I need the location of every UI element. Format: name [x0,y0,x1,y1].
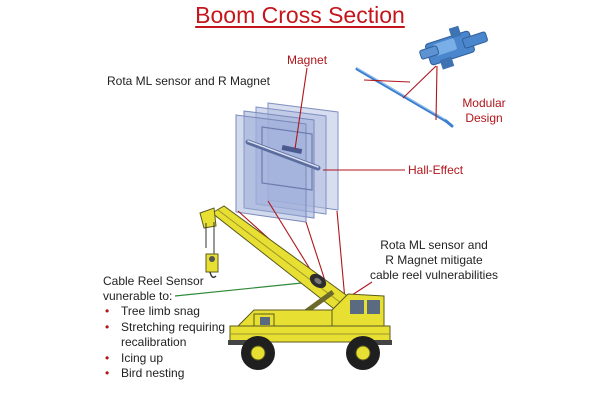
cable-reel-line-1: Cable Reel Sensor [103,274,204,288]
mitigate-line-1: Rota ML sensor and [380,238,488,252]
bullet-dot: • [105,366,110,381]
vulnerability-list: • Tree limb snag • Stretching requiring re… [103,304,225,382]
page-title: Boom Cross Section [195,2,405,28]
modular-design-line-1: Modular [462,96,506,110]
mitigate-line-3: cable reel vulnerabilities [369,268,499,282]
modular-design-line-2: Design [465,111,503,125]
crane-illustration [199,205,392,370]
vulnerability-text: recalibration [121,335,187,350]
vulnerability-text: Bird nesting [121,366,185,381]
vulnerability-text: Stretching requiring [121,319,226,334]
bullet-dot: • [105,304,110,318]
list-item: • Bird nesting [103,366,225,382]
rota-ml-sensor-label: Rota ML sensor and R Magnet [107,74,270,88]
mitigate-line-2: R Magnet mitigate [385,253,483,267]
vulnerability-text: Tree limb snag [121,304,200,318]
bullet-dot: • [105,350,110,365]
list-item: recalibration [103,335,225,351]
vulnerability-text: Icing up [121,350,164,365]
modular-design-label: Modular Design [449,96,519,126]
bullet-dot: • [105,319,110,334]
cable-reel-line-2: vunerable to: [103,289,173,303]
modular-sensor-assembly [355,25,488,128]
magnet-label: Magnet [287,53,328,67]
cable-reel-sensor-label: Cable Reel Sensor vunerable to: [103,274,204,304]
boom-cross-section-panels [235,102,339,223]
green-callout-line [174,282,303,297]
list-item: • Stretching requiring [103,320,225,336]
hall-effect-label: Hall-Effect [408,163,464,177]
list-item: • Icing up [103,351,225,367]
list-item: • Tree limb snag [103,304,225,320]
mitigate-label: Rota ML sensor and R Magnet mitigate cab… [354,238,514,283]
